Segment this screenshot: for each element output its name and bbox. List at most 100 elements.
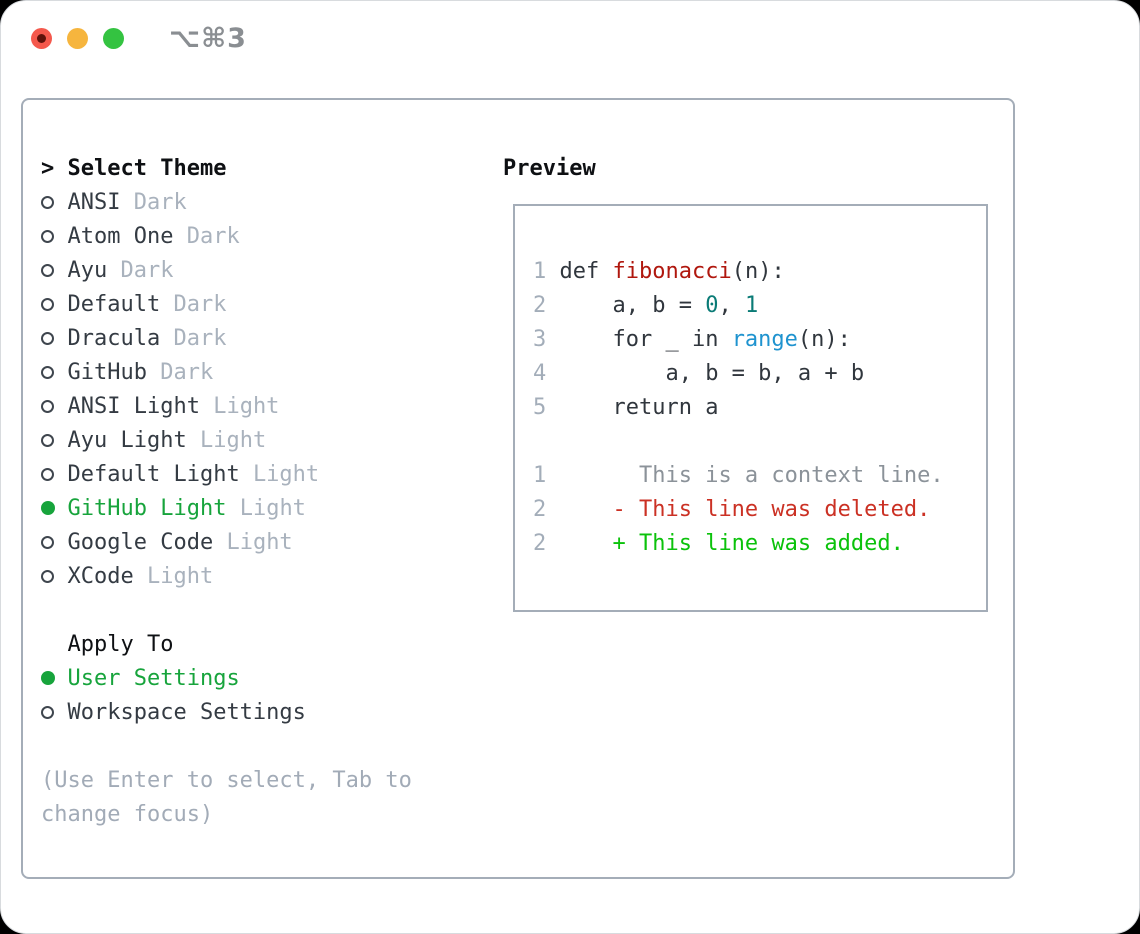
theme-variant-label: Dark xyxy=(173,325,227,351)
selected-radio-icon xyxy=(41,671,55,685)
radio-marker xyxy=(41,399,68,413)
radio-icon xyxy=(41,535,54,549)
diff-deleted-line: 2 - This line was deleted. xyxy=(533,492,944,526)
maximize-button[interactable] xyxy=(103,28,124,49)
preview-title: Preview xyxy=(503,155,596,181)
minimize-button[interactable] xyxy=(67,28,88,49)
radio-marker xyxy=(41,705,68,719)
line-number: 1 xyxy=(533,258,547,284)
hint-text-line1: (Use Enter to select, Tab to xyxy=(41,767,412,793)
theme-option-ayu[interactable]: Ayu Dark xyxy=(41,253,496,287)
spacer-row xyxy=(41,593,496,627)
code-token: a, b = b, a + b xyxy=(559,360,865,386)
radio-marker xyxy=(41,195,68,209)
radio-icon xyxy=(41,705,54,719)
unsaved-changes-dot-icon xyxy=(37,34,46,43)
apply-to-header-row: Apply To xyxy=(41,627,496,661)
radio-marker xyxy=(41,229,68,243)
theme-option-dracula[interactable]: Dracula Dark xyxy=(41,321,496,355)
theme-name: Dracula xyxy=(67,325,161,351)
selected-radio-icon xyxy=(41,501,55,515)
traffic-lights xyxy=(31,28,124,49)
apply-option-workspace-settings[interactable]: Workspace Settings xyxy=(41,695,496,729)
theme-option-github[interactable]: GitHub Dark xyxy=(41,355,496,389)
titlebar: ⌥⌘3 xyxy=(1,1,1139,77)
radio-icon xyxy=(41,263,54,277)
theme-variant-label: Light xyxy=(199,427,267,453)
radio-icon xyxy=(41,569,54,583)
diff-context-line: 1 This is a context line. xyxy=(533,458,944,492)
theme-option-ansi-light[interactable]: ANSI Light Light xyxy=(41,389,496,423)
apply-option-user-settings[interactable]: User Settings xyxy=(41,661,496,695)
line-number: 2 xyxy=(533,292,547,318)
code-line: 5 return a xyxy=(533,390,944,424)
radio-icon xyxy=(41,229,54,243)
theme-option-atom-one[interactable]: Atom One Dark xyxy=(41,219,496,253)
theme-variant-label: Dark xyxy=(160,359,214,385)
line-number: 3 xyxy=(533,326,547,352)
radio-marker xyxy=(41,501,68,515)
radio-icon xyxy=(41,433,54,447)
radio-marker xyxy=(41,433,68,447)
spacer-row xyxy=(41,729,496,763)
code-token: + This line was added. xyxy=(559,530,904,556)
radio-icon xyxy=(41,331,54,345)
line-number: 2 xyxy=(533,530,547,556)
theme-variant-label: Dark xyxy=(186,223,240,249)
theme-name: Ayu xyxy=(67,257,108,283)
line-number: 4 xyxy=(533,360,547,386)
apply-to-title: Apply To xyxy=(67,631,174,657)
code-token: return a xyxy=(559,394,719,420)
radio-marker xyxy=(41,297,68,311)
window-title: ⌥⌘3 xyxy=(169,23,247,54)
radio-icon xyxy=(41,195,54,209)
line-number: 2 xyxy=(533,496,547,522)
theme-option-google-code[interactable]: Google Code Light xyxy=(41,525,496,559)
theme-variant-label: Light xyxy=(213,393,280,419)
hint-text-line2: change focus) xyxy=(41,801,214,827)
theme-variant-label: Light xyxy=(226,529,293,555)
line-number: 1 xyxy=(533,462,547,488)
close-button[interactable] xyxy=(31,28,52,49)
theme-name: Atom One xyxy=(67,223,174,249)
theme-name: ANSI Light xyxy=(67,393,200,419)
theme-variant-label: Dark xyxy=(173,291,227,317)
theme-variant-label: Dark xyxy=(120,257,174,283)
theme-variant-label: Light xyxy=(252,461,320,487)
radio-marker xyxy=(41,365,68,379)
radio-marker xyxy=(41,331,68,345)
radio-marker xyxy=(41,263,68,277)
code-token: 1 xyxy=(744,292,759,318)
theme-name: Google Code xyxy=(67,529,214,555)
code-line: 2 a, b = 0, 1 xyxy=(533,288,944,322)
theme-name: GitHub xyxy=(67,359,147,385)
theme-name: ANSI xyxy=(67,189,121,215)
radio-marker xyxy=(41,467,68,481)
theme-name: Default Light xyxy=(67,461,240,487)
theme-option-default-light[interactable]: Default Light Light xyxy=(41,457,496,491)
code-token: 0 xyxy=(705,292,719,318)
radio-marker xyxy=(41,671,68,685)
radio-icon xyxy=(41,365,54,379)
blank-line xyxy=(533,424,944,458)
theme-name: GitHub Light xyxy=(67,495,227,521)
theme-name: Ayu Light xyxy=(67,427,187,453)
theme-variant-label: Light xyxy=(146,563,214,589)
selection-caret-icon: > xyxy=(41,155,55,181)
apply-option-label: Workspace Settings xyxy=(67,699,306,725)
code-token: , xyxy=(718,292,745,318)
diff-added-line: 2 + This line was added. xyxy=(533,526,944,560)
theme-option-ayu-light[interactable]: Ayu Light Light xyxy=(41,423,496,457)
